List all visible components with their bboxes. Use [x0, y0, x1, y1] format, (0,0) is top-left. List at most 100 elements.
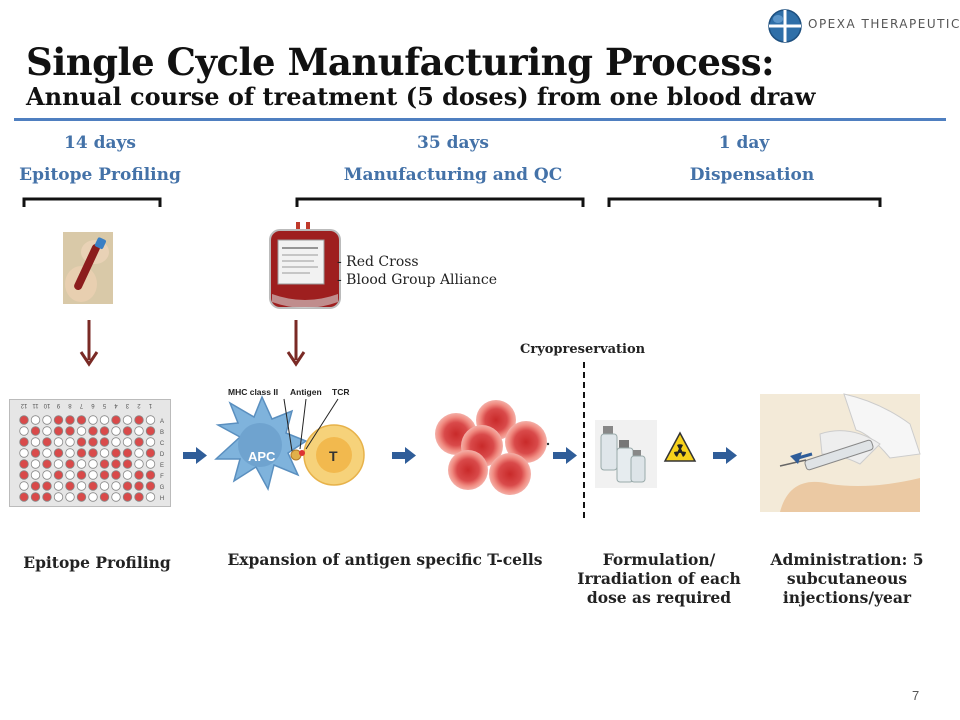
plate-well [88, 459, 98, 469]
plate-row-letter: B [160, 430, 164, 436]
plate-well [134, 415, 144, 425]
plate-column-number: 1 [148, 402, 152, 408]
step-4-caption: Administration: 5 subcutaneous injection… [770, 550, 924, 607]
plate-well [76, 459, 87, 469]
down-arrow-2 [286, 320, 306, 367]
apc-t-cell-diagram: MHC class II Antigen TCR APC T [214, 387, 365, 492]
brand-name: OPEXA THERAPEUTICS [808, 17, 960, 31]
plate-well [88, 415, 98, 425]
phase-3-name: Dispensation [689, 165, 815, 185]
plate-row-letter: F [160, 474, 164, 480]
mhc-label: MHC class II [228, 387, 278, 397]
plate-well [111, 437, 121, 447]
plate-well [65, 415, 75, 425]
blood-source-1: - Red Cross [337, 254, 419, 270]
plate-well [111, 415, 121, 425]
title-divider [14, 118, 946, 121]
plate-well [88, 426, 98, 436]
plate-well [111, 492, 121, 502]
plate-well [122, 415, 133, 425]
plate-well [30, 470, 41, 480]
plate-column-number: 6 [91, 402, 95, 408]
plate-column-number: 2 [137, 402, 141, 408]
globe-logo-icon [768, 9, 802, 43]
plate-column-number: 12 [20, 402, 27, 408]
plate-well [122, 459, 133, 469]
plate-well [65, 459, 75, 469]
plate-column-number: 7 [79, 402, 83, 408]
plate-well [53, 492, 64, 502]
plate-well [30, 481, 41, 491]
apc-label: APC [248, 449, 276, 464]
plate-well [111, 481, 121, 491]
plate-well [122, 426, 133, 436]
plate-column-number: 9 [56, 402, 60, 408]
plate-well [122, 481, 133, 491]
plate-well [145, 481, 156, 491]
injection-image [760, 393, 921, 512]
plate-well [30, 459, 41, 469]
plate-well [99, 481, 110, 491]
plate-well [111, 448, 121, 458]
plate-well [53, 415, 64, 425]
tcr-label: TCR [332, 387, 349, 397]
phase-1-name: Epitope Profiling [19, 165, 181, 185]
page-number: 7 [912, 688, 920, 703]
plate-row-letter: G [160, 485, 165, 491]
plate-well [122, 437, 133, 447]
plate-well [76, 470, 87, 480]
right-arrow-4 [713, 447, 737, 464]
plate-well [76, 448, 87, 458]
plate-column-number: 3 [125, 402, 129, 408]
plate-well [145, 470, 156, 480]
plate-well [65, 448, 75, 458]
plate-well [65, 481, 75, 491]
plate-well [30, 448, 41, 458]
phase-2-duration: 35 days [417, 133, 489, 153]
plate-well [65, 470, 75, 480]
plate-well [111, 459, 121, 469]
plate-well [134, 470, 144, 480]
plate-well [99, 426, 110, 436]
plate-row-letter: E [160, 463, 164, 469]
plate-well [111, 470, 121, 480]
plate-well [42, 481, 52, 491]
plate-well [42, 492, 52, 502]
right-arrow-1 [183, 447, 207, 464]
plate-well [19, 492, 29, 502]
plate-row-letter: C [160, 441, 165, 447]
plate-well [111, 426, 121, 436]
plate-well [99, 448, 110, 458]
blood-source-2: - Blood Group Alliance [337, 272, 497, 288]
plate-well [19, 415, 29, 425]
plate-row-letter: D [160, 452, 165, 458]
plate-well [42, 459, 52, 469]
step-1-caption: Epitope Profiling [23, 553, 171, 572]
plate-well [53, 481, 64, 491]
plate-well [19, 448, 29, 458]
step-3-caption: Formulation/ Irradiation of each dose as… [577, 550, 741, 607]
plate-well [145, 437, 156, 447]
phase-1-bracket [22, 197, 162, 207]
plate-well [42, 437, 52, 447]
plate-well [145, 415, 156, 425]
plate-well [19, 426, 29, 436]
phase-3-duration: 1 day [718, 133, 770, 153]
plate-well [53, 448, 64, 458]
plate-row-letter: A [160, 419, 164, 425]
plate-well [99, 437, 110, 447]
plate-column-number: 11 [32, 402, 39, 408]
plate-well [88, 448, 98, 458]
plate-well [122, 448, 133, 458]
plate-well [76, 481, 87, 491]
blood-tube-icon [63, 232, 113, 304]
plate-well [65, 426, 75, 436]
plate-well [19, 437, 29, 447]
plate-well [30, 426, 41, 436]
plate-well [145, 448, 156, 458]
company-logo [767, 8, 957, 44]
blood-bag-icon [269, 222, 341, 309]
